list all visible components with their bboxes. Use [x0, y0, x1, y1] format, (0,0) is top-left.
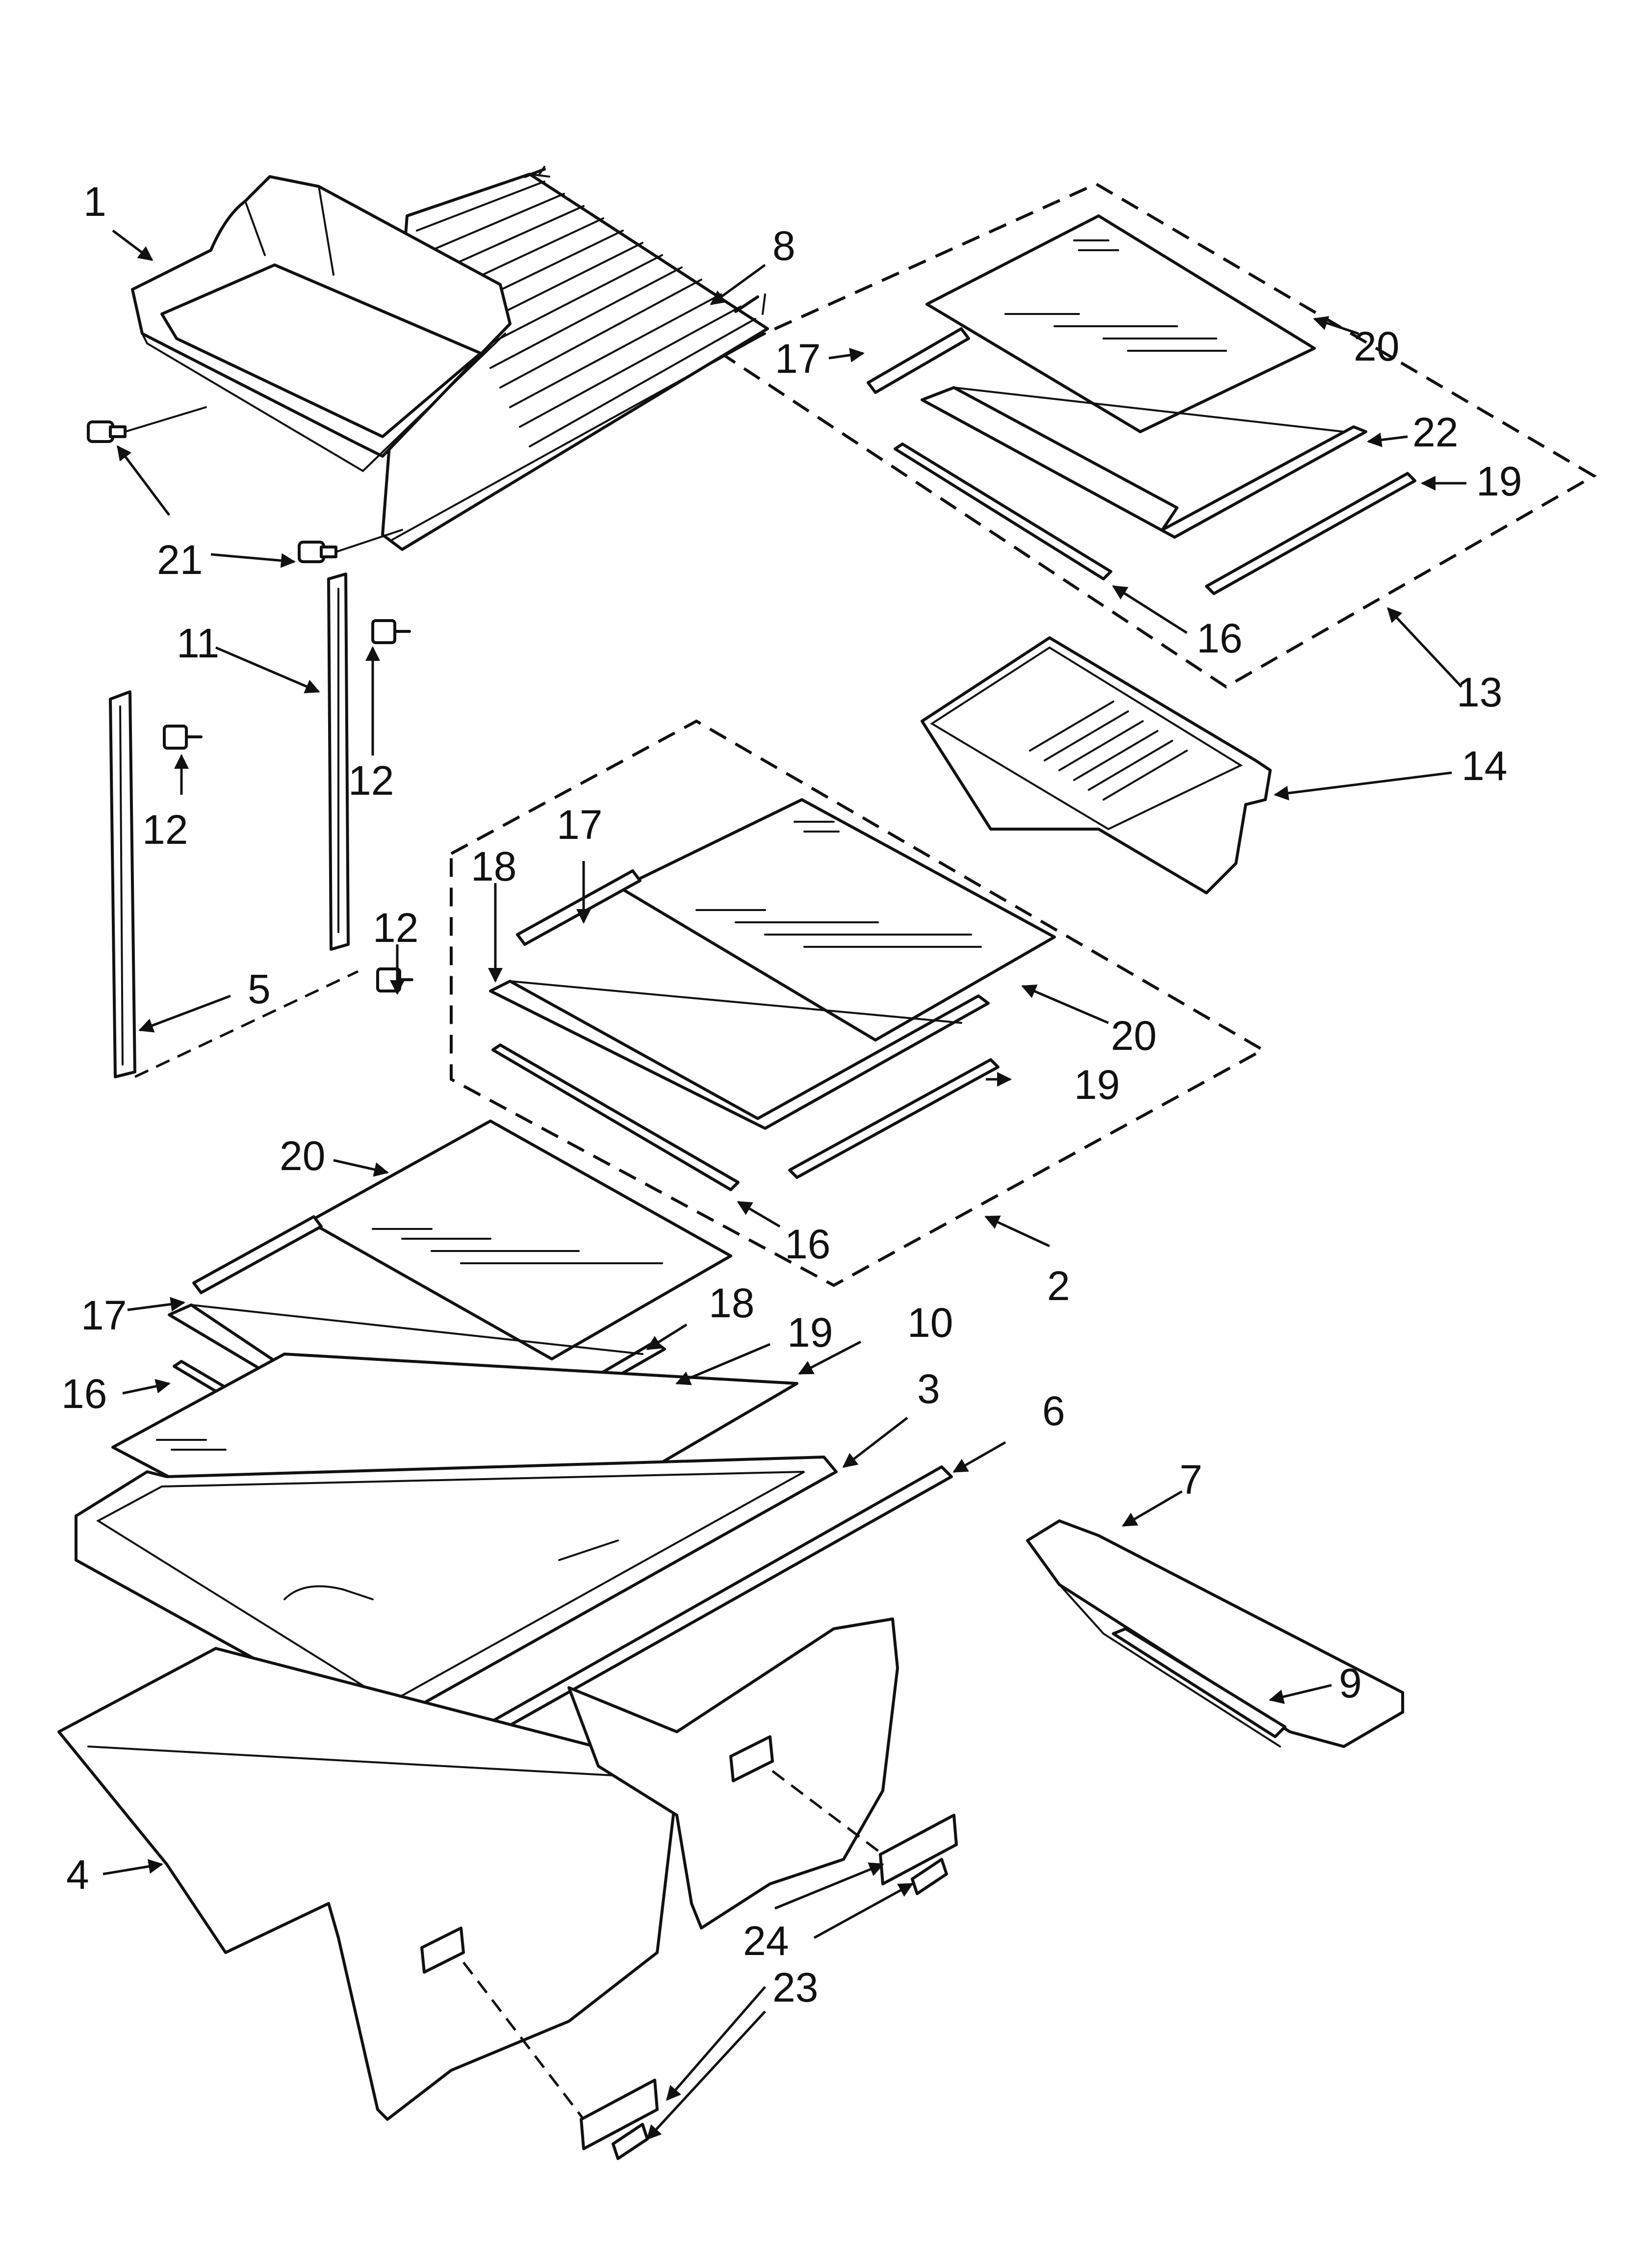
handle-slot-left [420, 1927, 465, 1974]
rail-17-lower [192, 1215, 323, 1294]
rail-17-upper [867, 327, 970, 394]
callout-labels: 1 2 3 4 5 6 7 8 9 10 11 12 12 12 13 14 1… [61, 179, 1522, 2010]
pin-rod-left [124, 406, 207, 433]
rail-19-middle [788, 1058, 1000, 1179]
wire-shelf [381, 166, 769, 551]
callout-4: 4 [66, 1851, 89, 1898]
callout-23: 23 [772, 1964, 818, 2010]
callout-21: 21 [157, 537, 203, 583]
callout-17a: 17 [775, 336, 821, 382]
glass-panel-middle [619, 798, 1056, 1042]
glass-reflection-middle [695, 821, 982, 948]
screw-b [163, 725, 203, 750]
pin-rod-right [335, 529, 403, 553]
shelf-frame-upper [921, 386, 1367, 539]
frame-edge-middle [509, 980, 962, 1024]
callout-19b: 19 [1074, 1062, 1120, 1108]
callout-3: 3 [917, 1366, 940, 1412]
callout-10: 10 [907, 1300, 953, 1346]
dash-leader-left [462, 1961, 585, 2120]
rail-17-middle [516, 869, 641, 946]
callout-5: 5 [248, 966, 271, 1012]
glass-reflection-lower [372, 1228, 663, 1264]
screw-a [371, 619, 411, 644]
callout-12c: 12 [373, 905, 418, 951]
callout-12a: 12 [348, 757, 394, 804]
assembly-2-outline [450, 719, 1266, 1287]
callout-19c: 19 [787, 1309, 833, 1356]
callout-8: 8 [772, 223, 795, 269]
callout-13: 13 [1457, 669, 1502, 715]
door-bin [131, 175, 512, 472]
glass-panel-upper [925, 214, 1316, 433]
callout-18b: 18 [709, 1280, 754, 1326]
callout-16a: 16 [1197, 615, 1242, 661]
frame-edge-lower [190, 1304, 643, 1355]
callout-6: 6 [1042, 1388, 1065, 1434]
callout-7: 7 [1180, 1457, 1203, 1503]
crisper-drawer [921, 636, 1272, 894]
callout-11: 11 [177, 620, 219, 666]
shelf-pin-left [87, 420, 127, 443]
callout-17b: 17 [557, 802, 602, 848]
callout-12b: 12 [142, 807, 188, 853]
callout-20c: 20 [280, 1133, 325, 1179]
callout-24: 24 [743, 1918, 789, 1964]
handle-slot-right [729, 1735, 774, 1782]
crisper-drawer-right [567, 1617, 899, 1929]
callout-20b: 20 [1111, 1013, 1156, 1059]
callout-16b: 16 [785, 1221, 830, 1267]
callout-18a: 18 [471, 843, 516, 889]
frame-edge-upper [953, 387, 1345, 433]
callout-17c: 17 [81, 1292, 127, 1338]
assembly-13-outline [718, 182, 1597, 689]
callout-16c: 16 [61, 1371, 107, 1417]
callout-1: 1 [83, 179, 106, 225]
shelf-pin-right [298, 541, 337, 563]
crisper-cover-frame [75, 1456, 838, 1728]
leader-lines [103, 230, 1466, 2140]
callout-20a: 20 [1354, 323, 1399, 369]
drawer-stop-upper [879, 1814, 958, 1895]
callout-19a: 19 [1476, 458, 1522, 504]
screw-c [376, 967, 413, 992]
callout-14: 14 [1462, 743, 1507, 789]
rail-16-upper [894, 443, 1112, 580]
callout-9: 9 [1339, 1660, 1362, 1706]
callout-2: 2 [1047, 1263, 1070, 1309]
rail-16-middle [491, 1043, 740, 1191]
callout-22: 22 [1412, 409, 1458, 455]
glass-panel-lower [308, 1120, 732, 1360]
drawer-stop-lower [580, 2079, 659, 2160]
rail-19-upper [1205, 472, 1416, 595]
cover-bracket [1026, 1519, 1404, 1748]
shelf-support-rail-left [109, 690, 359, 1078]
glass-reflection-upper [1004, 239, 1227, 352]
shelf-support-rail [327, 573, 350, 951]
